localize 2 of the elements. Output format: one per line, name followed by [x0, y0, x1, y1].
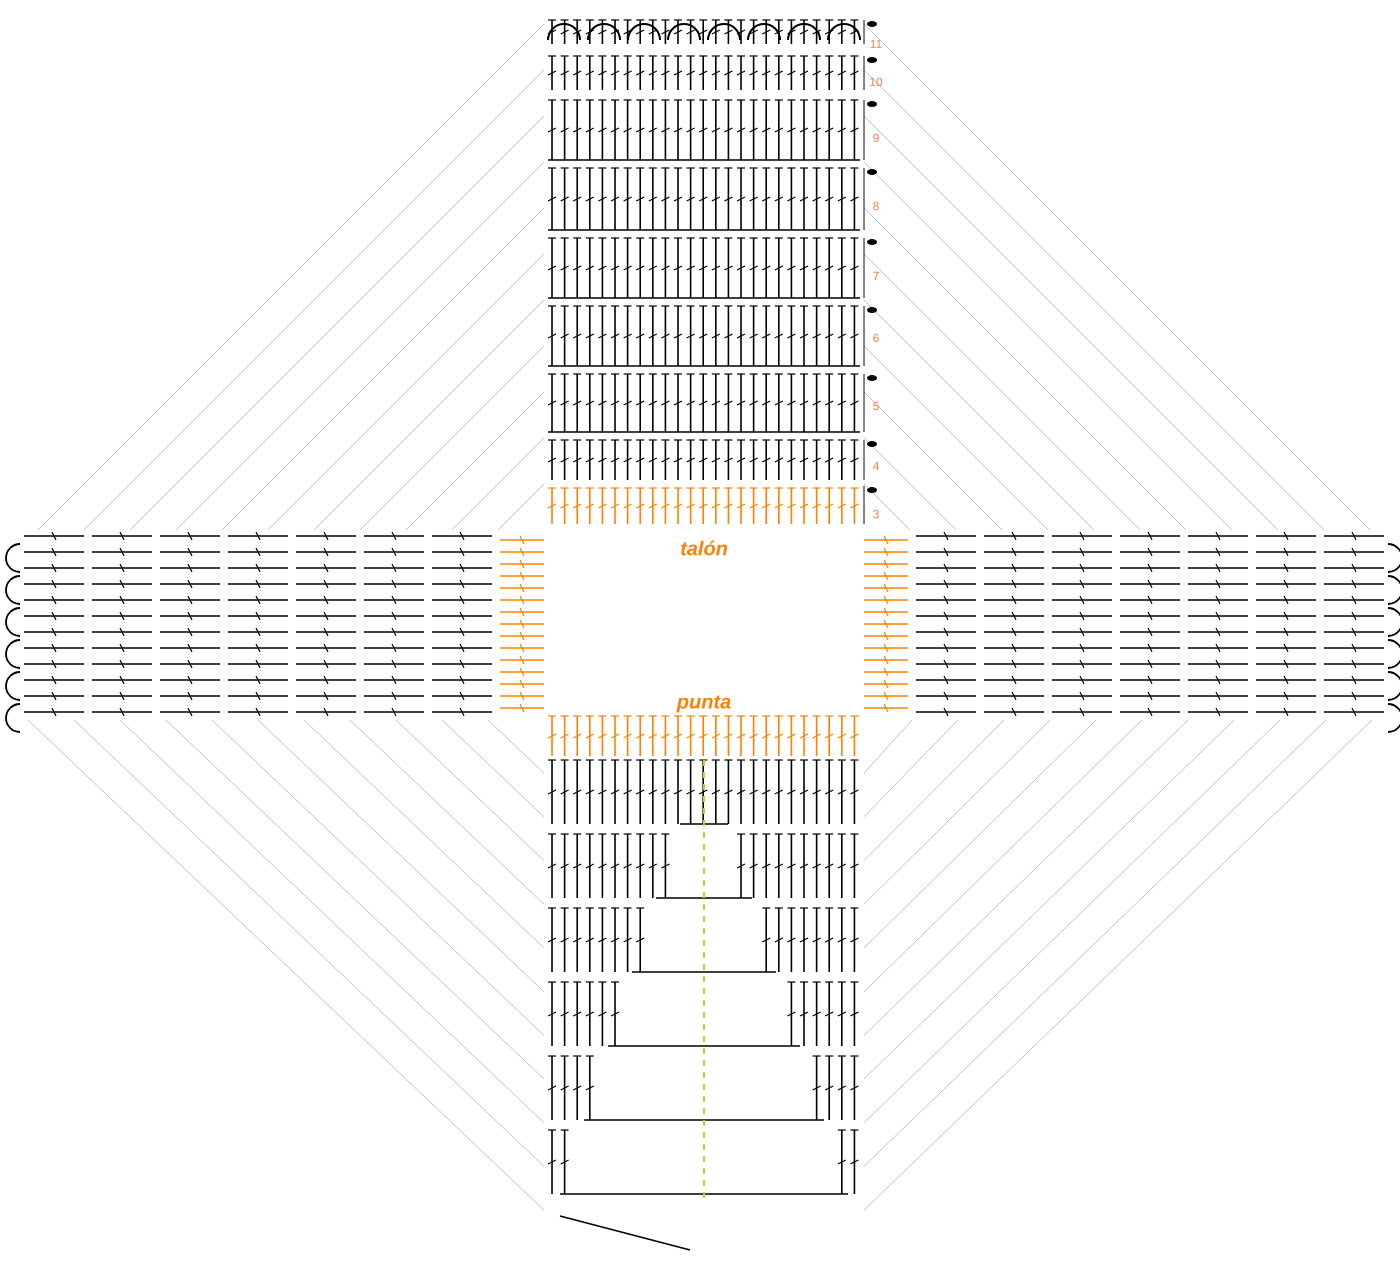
section-label: punta: [676, 695, 731, 713]
section-label: talón: [680, 540, 728, 556]
